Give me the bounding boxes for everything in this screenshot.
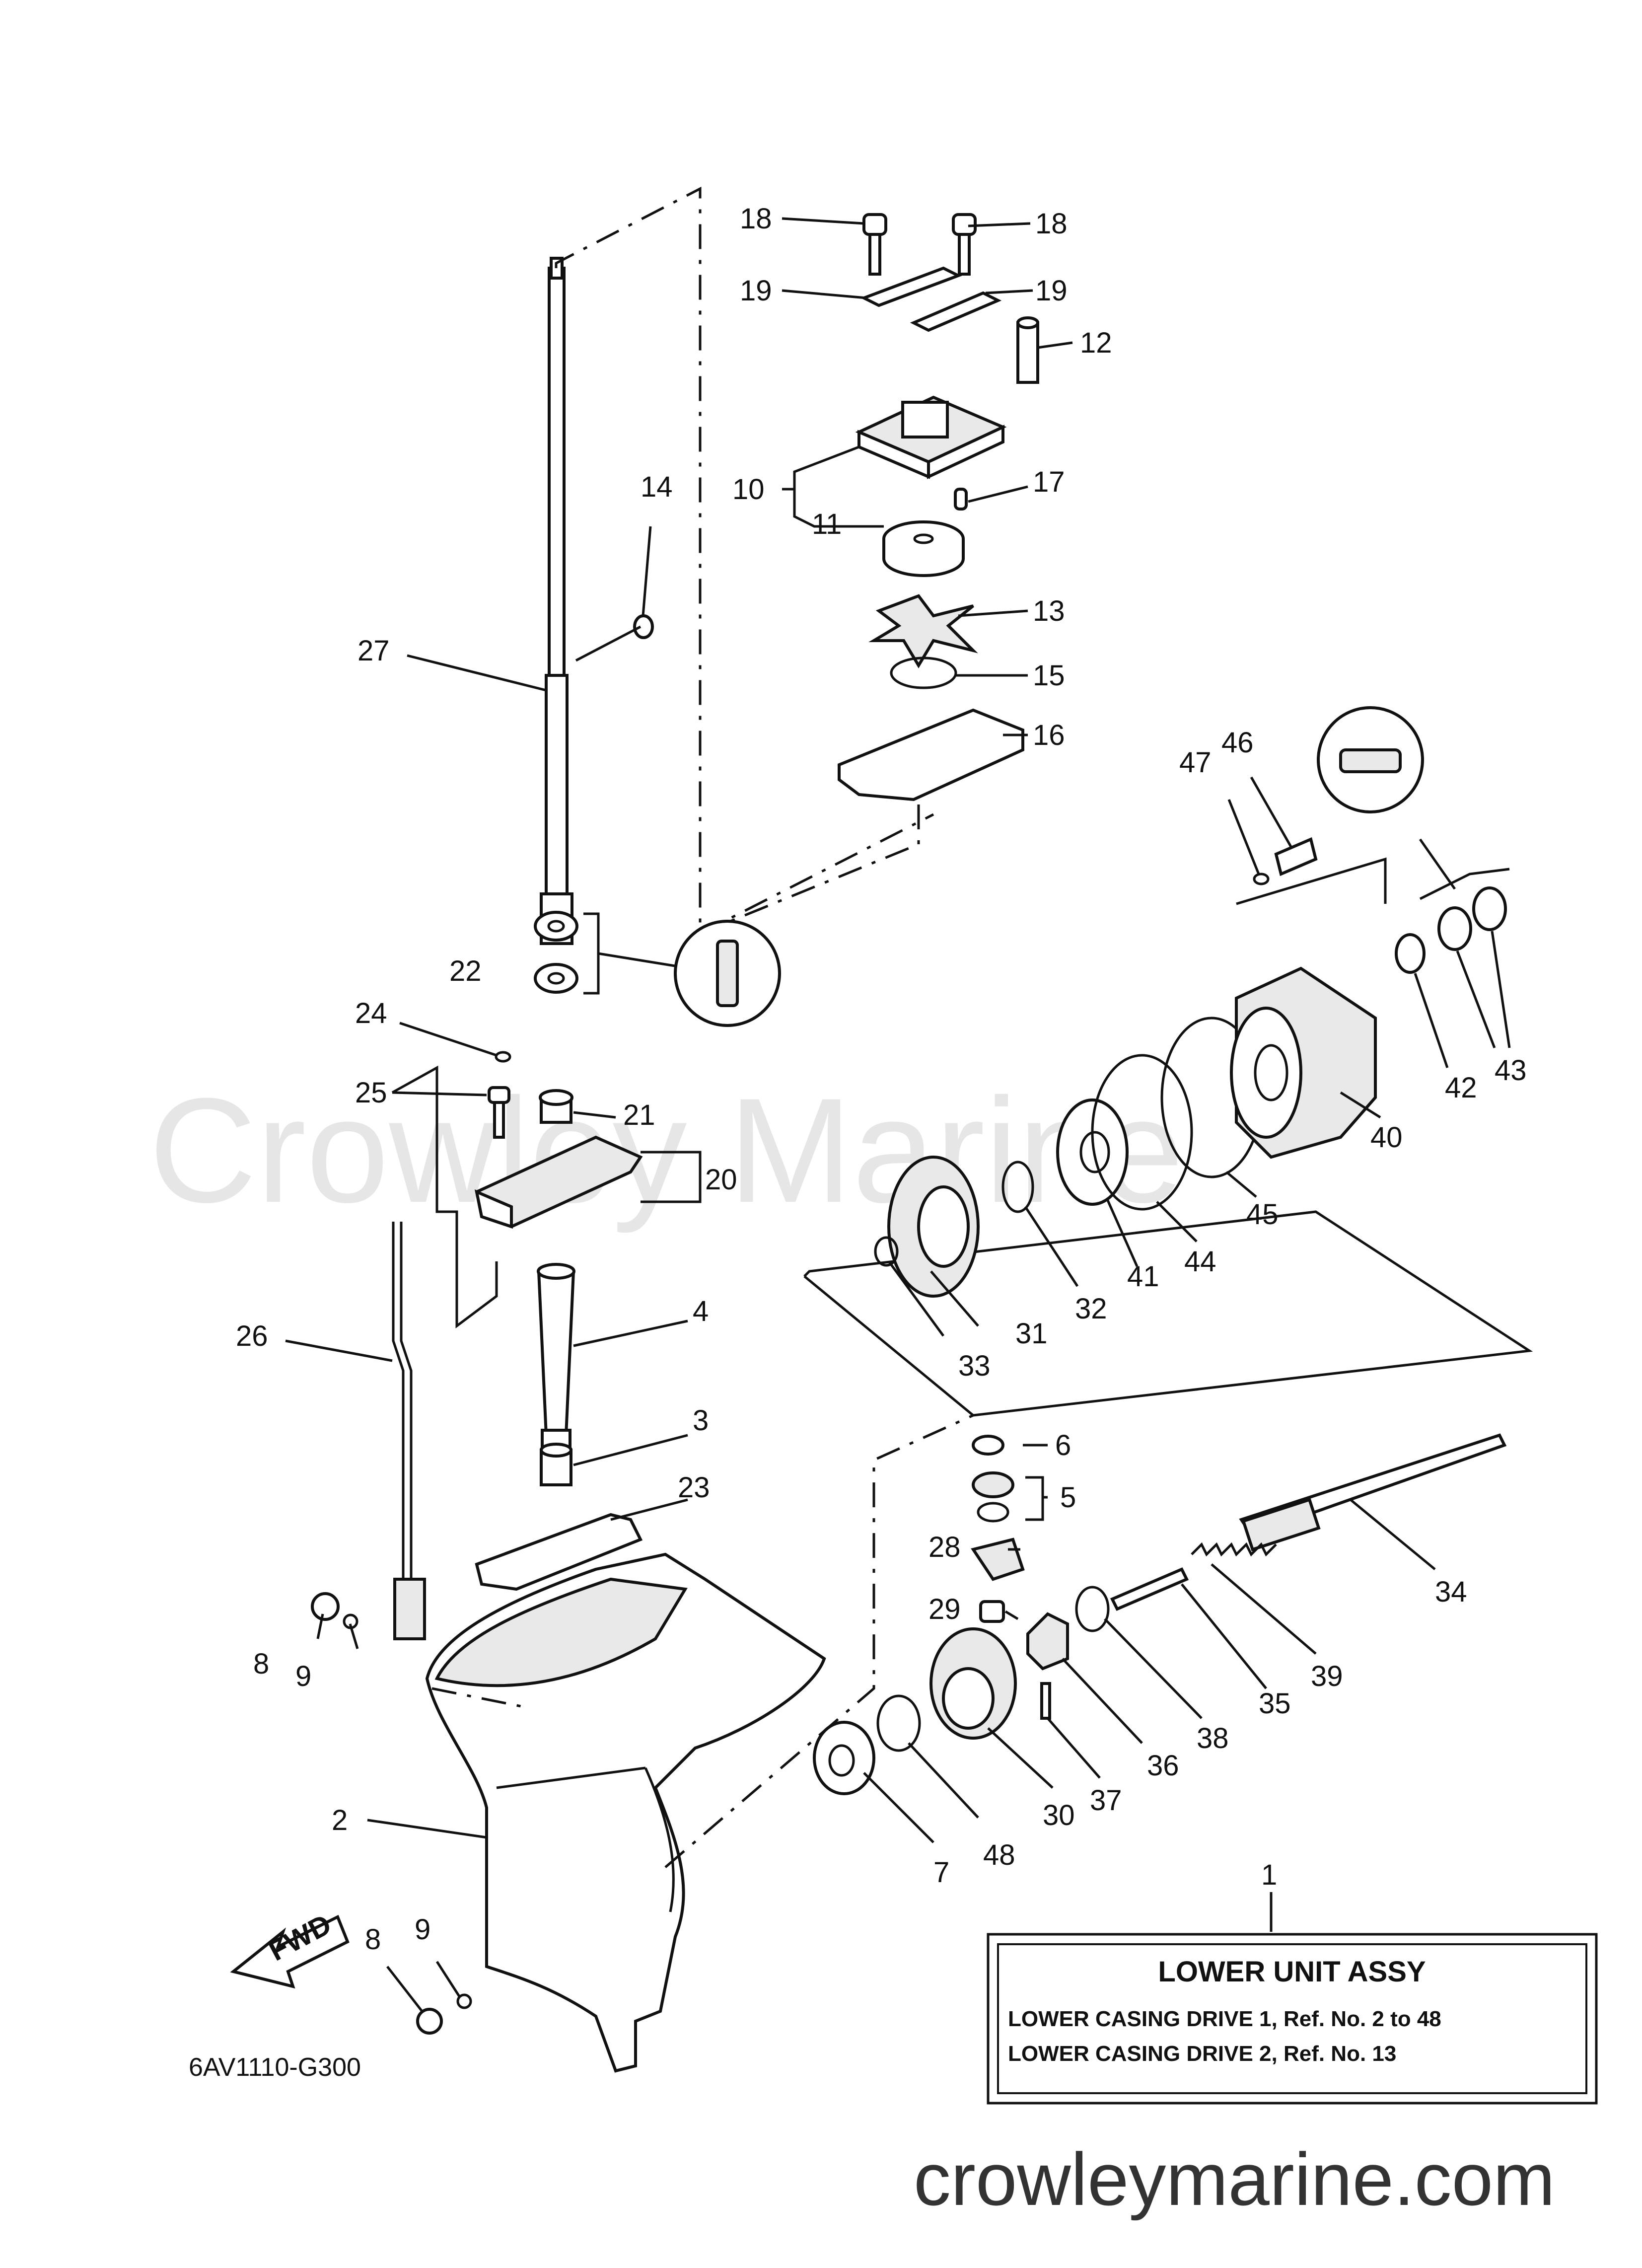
water-pump-assembly: [838, 213, 1039, 802]
callout-3: 3: [693, 1404, 709, 1437]
callout-20: 20: [705, 1164, 737, 1196]
lower-casing: [425, 1552, 826, 2073]
callout-46: 46: [1221, 727, 1254, 759]
callout-11: 11: [812, 508, 842, 540]
callout-10: 10: [732, 473, 765, 506]
callout-7: 7: [933, 1856, 949, 1889]
callout-36: 36: [1147, 1750, 1179, 1782]
callout-43: 43: [1495, 1054, 1527, 1087]
callout-24: 24: [355, 997, 387, 1029]
callout-16: 16: [1033, 719, 1065, 751]
callout-32: 32: [1075, 1293, 1107, 1325]
shift-rod: [392, 1222, 426, 1640]
callout-1: 1: [1261, 1859, 1277, 1891]
callout-31: 31: [1015, 1317, 1048, 1350]
callout-labels: 1 2 3 4 5 6 7 8 8 9 9 10 11 12 13 14 15 …: [236, 203, 1527, 1956]
callout-30: 30: [1043, 1799, 1075, 1831]
upper-bearing-group: [474, 911, 781, 1229]
pinion-group: [971, 1435, 1044, 1623]
callout-2: 2: [332, 1804, 348, 1836]
leader-lines: [285, 217, 1511, 2012]
callout-44: 44: [1184, 1245, 1216, 1278]
legend-line-1: LOWER CASING DRIVE 1, Ref. No. 2 to 48: [1008, 2007, 1441, 2031]
callout-25: 25: [355, 1077, 387, 1109]
callout-9b: 9: [415, 1913, 430, 1946]
callout-19b: 19: [1035, 275, 1068, 307]
callout-5: 5: [1060, 1481, 1076, 1514]
watermark: Crowley Marine: [149, 1067, 1184, 1235]
callout-23: 23: [678, 1471, 710, 1504]
callout-40: 40: [1370, 1121, 1403, 1154]
callout-8b: 8: [365, 1923, 381, 1956]
callout-34: 34: [1435, 1576, 1467, 1608]
propeller-shaft-group: [813, 1433, 1507, 1795]
callout-41: 41: [1127, 1260, 1159, 1293]
callout-28: 28: [928, 1531, 961, 1563]
water-tube: [537, 1263, 575, 1452]
callout-9a: 9: [295, 1660, 311, 1692]
callout-22: 22: [449, 955, 482, 987]
fwd-arrow: FWD: [230, 1908, 350, 1989]
callout-18b: 18: [1035, 208, 1068, 240]
callout-27: 27: [357, 635, 390, 667]
callout-19a: 19: [740, 275, 772, 307]
reverse-gear-group: [874, 1017, 1263, 1298]
callout-15: 15: [1033, 659, 1065, 692]
callout-37: 37: [1090, 1784, 1122, 1817]
callout-35: 35: [1259, 1687, 1291, 1720]
legend-box: LOWER UNIT ASSY LOWER CASING DRIVE 1, Re…: [987, 1933, 1598, 2105]
callout-8a: 8: [253, 1648, 269, 1680]
callout-38: 38: [1197, 1722, 1229, 1755]
callout-47: 47: [1179, 746, 1212, 779]
callout-13: 13: [1033, 595, 1065, 627]
callout-12: 12: [1080, 327, 1112, 359]
callout-6: 6: [1055, 1429, 1071, 1462]
callout-18a: 18: [740, 203, 772, 235]
callout-29: 29: [928, 1593, 961, 1625]
callout-39: 39: [1311, 1660, 1343, 1692]
legend-title: LOWER UNIT ASSY: [1158, 1956, 1426, 1988]
callout-4: 4: [693, 1295, 709, 1327]
callout-26: 26: [236, 1320, 268, 1352]
callout-17: 17: [1033, 466, 1065, 498]
diagram-code: 6AV1110-G300: [189, 2053, 361, 2082]
callout-21: 21: [623, 1099, 655, 1131]
callout-14: 14: [641, 471, 673, 503]
callout-42: 42: [1445, 1072, 1477, 1104]
prop-shaft-housing: [1230, 706, 1510, 1159]
drive-shaft: [540, 257, 573, 945]
callout-33: 33: [958, 1350, 991, 1382]
legend-line-2: LOWER CASING DRIVE 2, Ref. No. 13: [1008, 2042, 1396, 2066]
callout-45: 45: [1246, 1198, 1279, 1231]
website-url: crowleymarine.com: [914, 2137, 1555, 2221]
callout-48: 48: [983, 1839, 1015, 1871]
